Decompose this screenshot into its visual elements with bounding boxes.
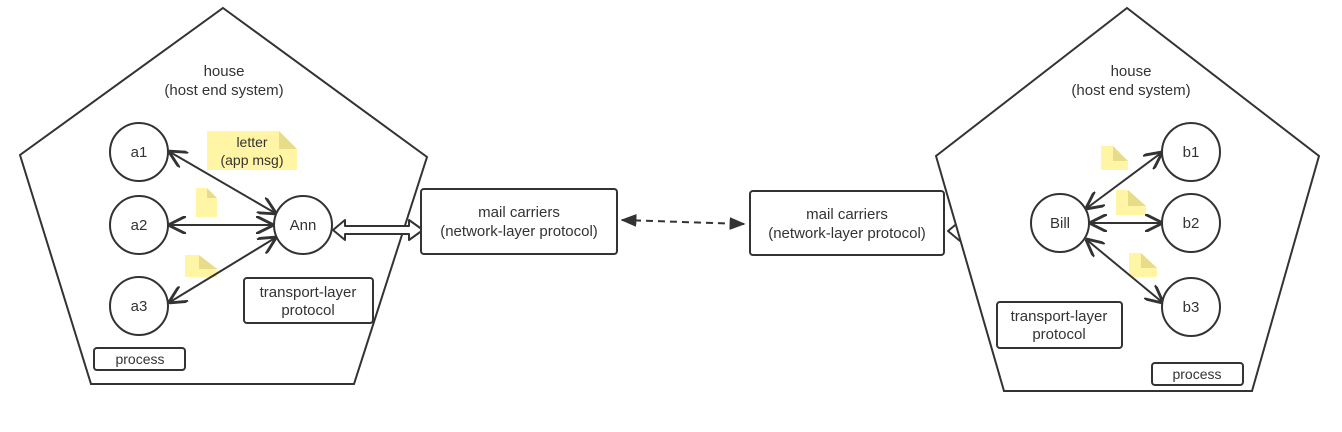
right-process-legend-label: process: [1172, 366, 1221, 382]
right-mail-carriers: mail carriers (network-layer protocol): [749, 190, 945, 256]
left-transport-line2: protocol: [281, 302, 334, 319]
arrow-a3-ann: [170, 238, 275, 302]
arrow-a1-ann: [170, 152, 275, 213]
left-house-title-line1: house: [204, 63, 245, 80]
left-mail-carriers: mail carriers (network-layer protocol): [420, 188, 618, 255]
right-house-title-line1: house: [1111, 63, 1152, 80]
process-a3-label: a3: [131, 298, 148, 315]
letter-note-line2: (app msg): [220, 152, 283, 168]
left-process-legend-label: process: [115, 351, 164, 367]
right-mail-carriers-line2: (network-layer protocol): [768, 225, 926, 242]
right-transport-box: transport-layer protocol: [996, 301, 1123, 349]
left-mail-carriers-line1: mail carriers: [478, 204, 560, 221]
left-transport-line1: transport-layer: [260, 284, 357, 301]
right-process-legend: process: [1151, 362, 1244, 386]
right-mail-carriers-line1: mail carriers: [806, 206, 888, 223]
left-mail-carriers-line2: (network-layer protocol): [440, 223, 598, 240]
process-b2: b2: [1161, 193, 1221, 253]
dashed-link-carriers: [620, 214, 746, 230]
process-b2-label: b2: [1183, 215, 1200, 232]
process-b1-label: b1: [1183, 144, 1200, 161]
left-house: house (host end system) letter (app msg)…: [18, 6, 429, 385]
right-house: house (host end system) Bill b1 b2: [934, 6, 1321, 392]
left-house-title-line2: (host end system): [164, 82, 283, 99]
right-transport-line1: transport-layer: [1011, 308, 1108, 325]
process-a2: a2: [109, 195, 169, 255]
process-b1: b1: [1161, 122, 1221, 182]
left-transport-box: transport-layer protocol: [243, 277, 374, 324]
arrow-bill-b3: [1087, 240, 1162, 302]
letter-note: letter (app msg): [207, 131, 297, 170]
process-a3: a3: [109, 276, 169, 336]
process-a1-label: a1: [131, 144, 148, 161]
left-process-legend: process: [93, 347, 186, 371]
process-a1: a1: [109, 122, 169, 182]
right-transport-line2: protocol: [1032, 326, 1085, 343]
arrow-bill-b1: [1087, 153, 1161, 208]
hub-ann: Ann: [273, 195, 333, 255]
right-house-title-line2: (host end system): [1071, 82, 1190, 99]
hub-bill: Bill: [1030, 193, 1090, 253]
letter-note-line1: letter: [236, 134, 267, 150]
letter-note-fold: [279, 131, 297, 149]
process-b3-label: b3: [1183, 299, 1200, 316]
process-b3: b3: [1161, 277, 1221, 337]
process-a2-label: a2: [131, 217, 148, 234]
hub-ann-label: Ann: [290, 217, 317, 234]
hub-bill-label: Bill: [1050, 215, 1070, 232]
